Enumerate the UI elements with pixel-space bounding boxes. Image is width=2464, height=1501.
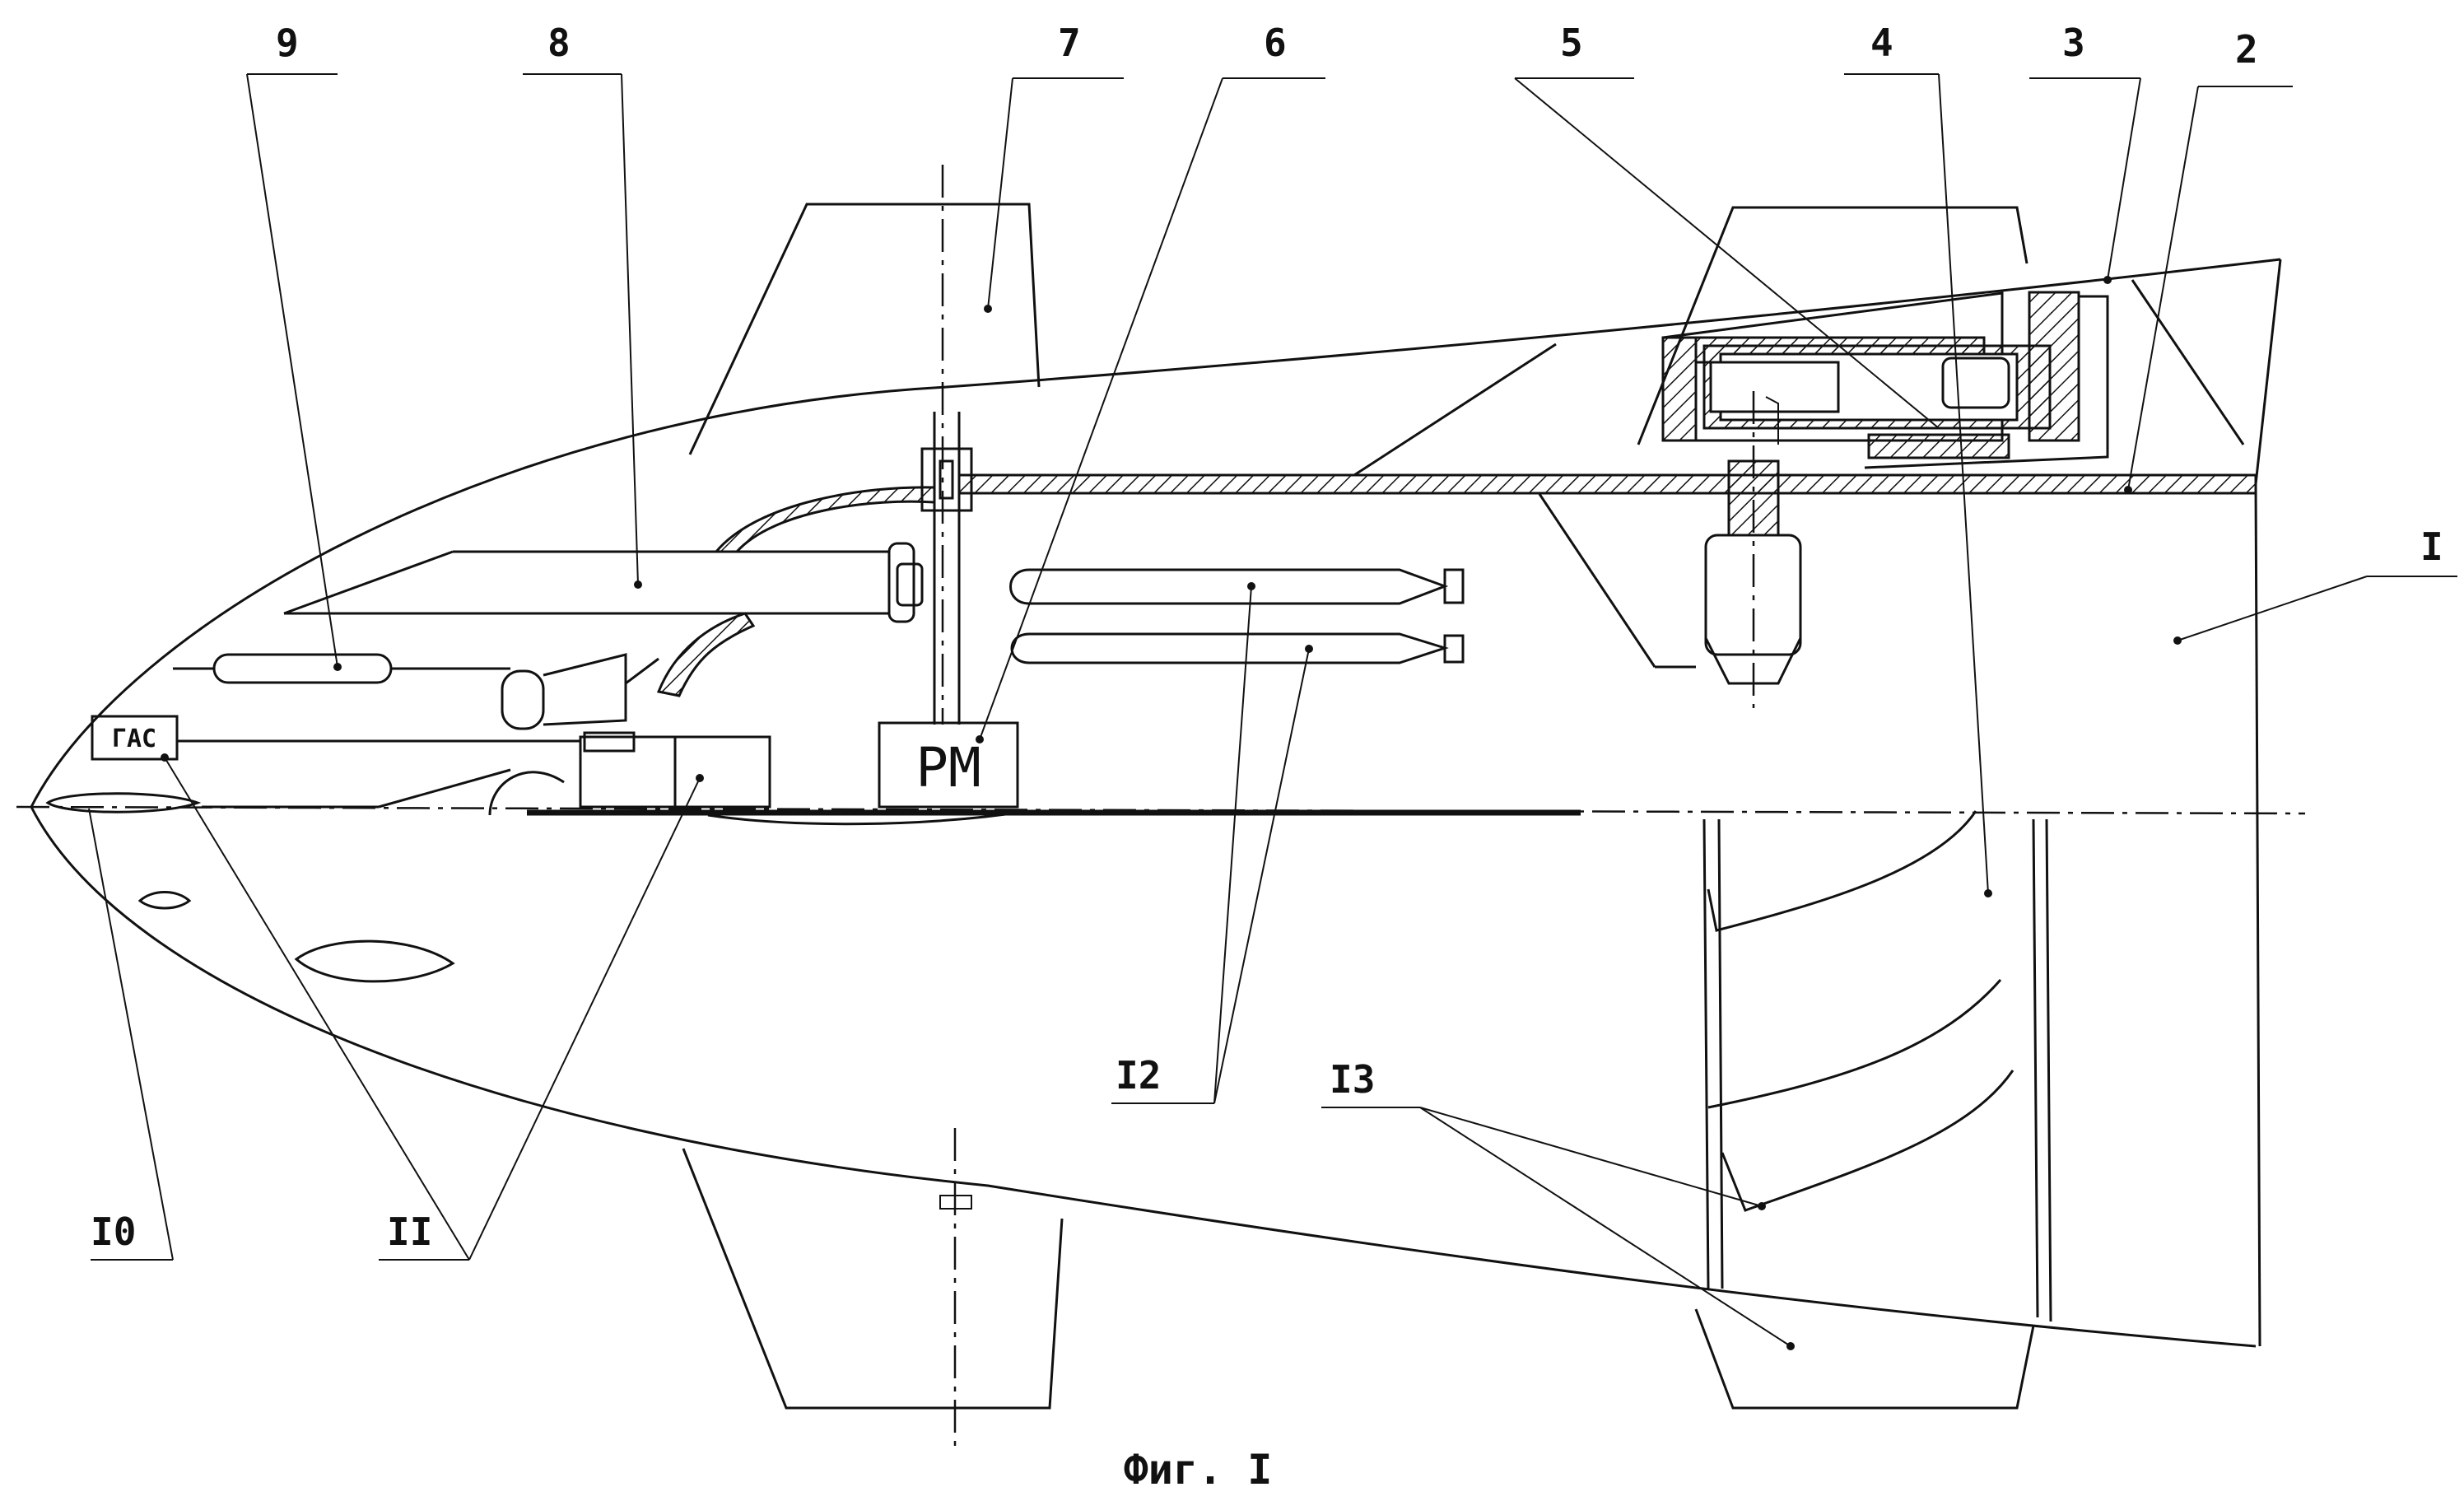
leader-lines bbox=[89, 74, 2457, 1346]
top-fin bbox=[690, 165, 1039, 725]
bottom-ramp bbox=[202, 770, 1029, 824]
sensor-capsule bbox=[173, 655, 510, 683]
label-12: I2 bbox=[1116, 1053, 1161, 1098]
thruster-motor bbox=[1706, 391, 1800, 708]
porthole-small bbox=[140, 893, 189, 909]
label-4: 4 bbox=[1870, 21, 1893, 65]
mast bbox=[922, 412, 971, 725]
label-7: 7 bbox=[1058, 21, 1081, 65]
label-5: 5 bbox=[1560, 21, 1583, 65]
porthole-large bbox=[296, 941, 453, 981]
rm-box-label: РМ bbox=[915, 736, 980, 799]
cable-conduit-lower bbox=[659, 613, 753, 696]
propeller-duct bbox=[1704, 811, 2051, 1322]
bottom-fin bbox=[683, 1128, 1062, 1449]
label-1: I bbox=[2420, 524, 2443, 569]
gas-box-label: ГАС bbox=[112, 725, 156, 753]
cable-conduit bbox=[716, 487, 934, 552]
label-13: I3 bbox=[1330, 1057, 1375, 1102]
label-6: 6 bbox=[1264, 21, 1287, 65]
launch-tube bbox=[284, 543, 922, 622]
label-8: 8 bbox=[547, 21, 571, 65]
figure-caption: Фиг. I bbox=[1124, 1446, 1273, 1494]
torpedo-lower bbox=[1012, 634, 1463, 663]
electronics-box bbox=[177, 733, 770, 807]
label-3: 3 bbox=[2062, 21, 2085, 65]
sonar-window bbox=[48, 794, 198, 813]
label-9: 9 bbox=[276, 21, 299, 65]
label-10: I0 bbox=[91, 1210, 136, 1254]
actuator bbox=[502, 655, 659, 729]
label-2: 2 bbox=[2235, 27, 2258, 72]
torpedo-upper bbox=[1011, 570, 1464, 604]
lower-thruster-fin bbox=[1696, 1309, 2033, 1408]
label-11: II bbox=[387, 1210, 432, 1254]
